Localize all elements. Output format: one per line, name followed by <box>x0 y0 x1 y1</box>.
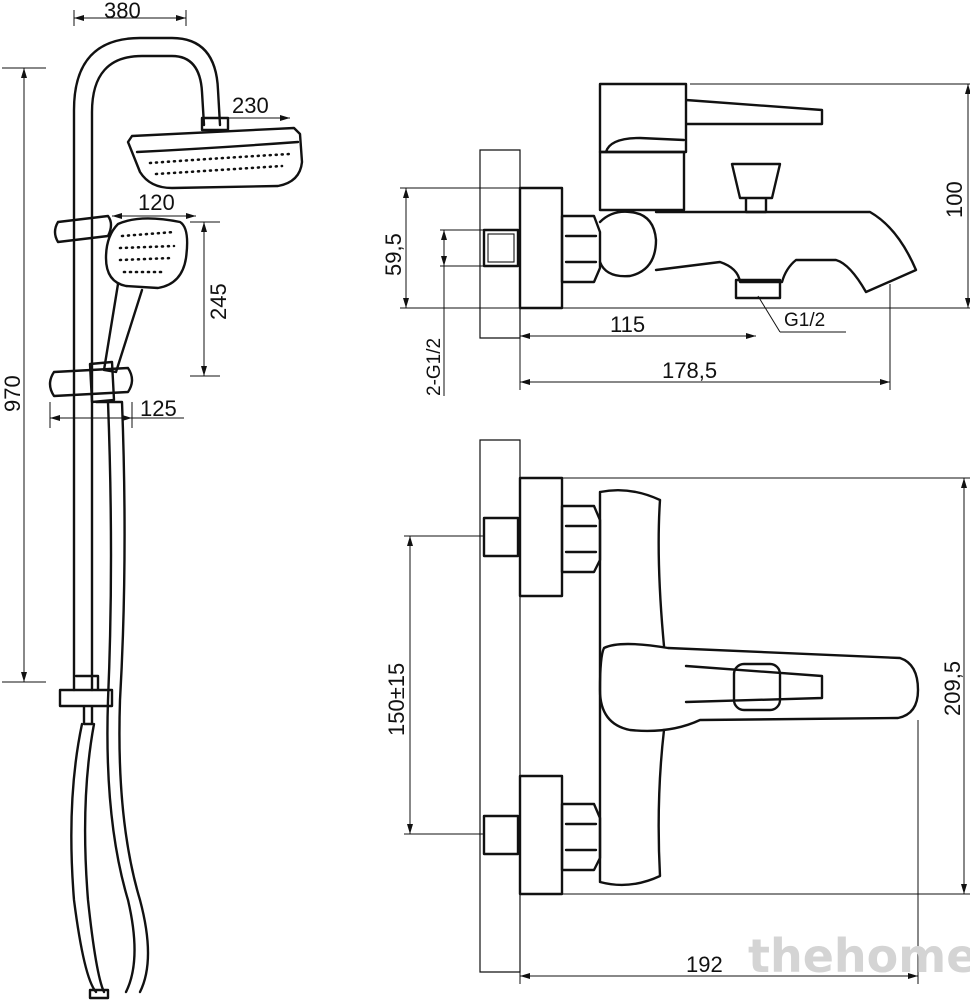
mixer-top-view: 150±15 209,5 192 <box>384 439 970 984</box>
dim-top-depth: 192 <box>686 952 723 977</box>
upper-slider-clamp <box>53 214 113 244</box>
diverter-knob <box>730 162 782 214</box>
dim-side-height: 59,5 <box>381 233 406 276</box>
shower-hose <box>70 722 106 994</box>
dim-head-size: 230 <box>232 93 269 118</box>
dim-rail-width: 380 <box>104 0 141 23</box>
inlet-pipe <box>482 228 520 268</box>
wall-flange <box>518 186 564 310</box>
dim-hand-width: 120 <box>138 190 175 215</box>
dim-hand-length: 245 <box>206 283 231 320</box>
shower-outlet <box>734 278 782 300</box>
rain-shower-head <box>126 126 304 190</box>
lever-top <box>598 642 920 733</box>
inlet-pipe-lower <box>482 814 520 856</box>
spout <box>654 210 918 294</box>
shower-rail <box>72 36 222 692</box>
dim-spout-length: 178,5 <box>662 358 717 383</box>
dim-inlet-distance: 150±15 <box>384 663 409 736</box>
lower-slider <box>48 366 134 398</box>
flange-upper <box>518 476 564 598</box>
watermark-logo: thehome <box>748 929 970 983</box>
hand-shower <box>102 217 189 374</box>
diverter <box>58 674 114 726</box>
hex-nut-upper <box>560 504 602 574</box>
flange-lower <box>518 774 564 896</box>
dim-top-width: 209,5 <box>940 661 965 716</box>
head-connector <box>200 116 230 132</box>
dim-connection: 2-G1/2 <box>424 338 445 396</box>
dim-holder-offset: 125 <box>140 396 177 421</box>
hex-nut <box>560 214 602 284</box>
hex-nut-lower <box>560 802 602 872</box>
shower-system: 380 230 120 245 125 970 <box>0 0 304 1000</box>
dim-outlet-thread: G1/2 <box>784 310 825 331</box>
mixer-body <box>598 150 686 278</box>
dim-spout-offset: 115 <box>610 312 645 337</box>
mixer-side-view: 59,5 2-G1/2 115 G1/2 178,5 100 <box>381 82 970 396</box>
lever-handle <box>598 82 824 154</box>
dim-mixer-height: 100 <box>942 181 967 218</box>
inlet-pipe-upper <box>482 516 520 558</box>
dim-total-height: 970 <box>0 375 25 412</box>
mixer-body-top <box>598 489 666 887</box>
wall-section-top <box>479 439 521 973</box>
